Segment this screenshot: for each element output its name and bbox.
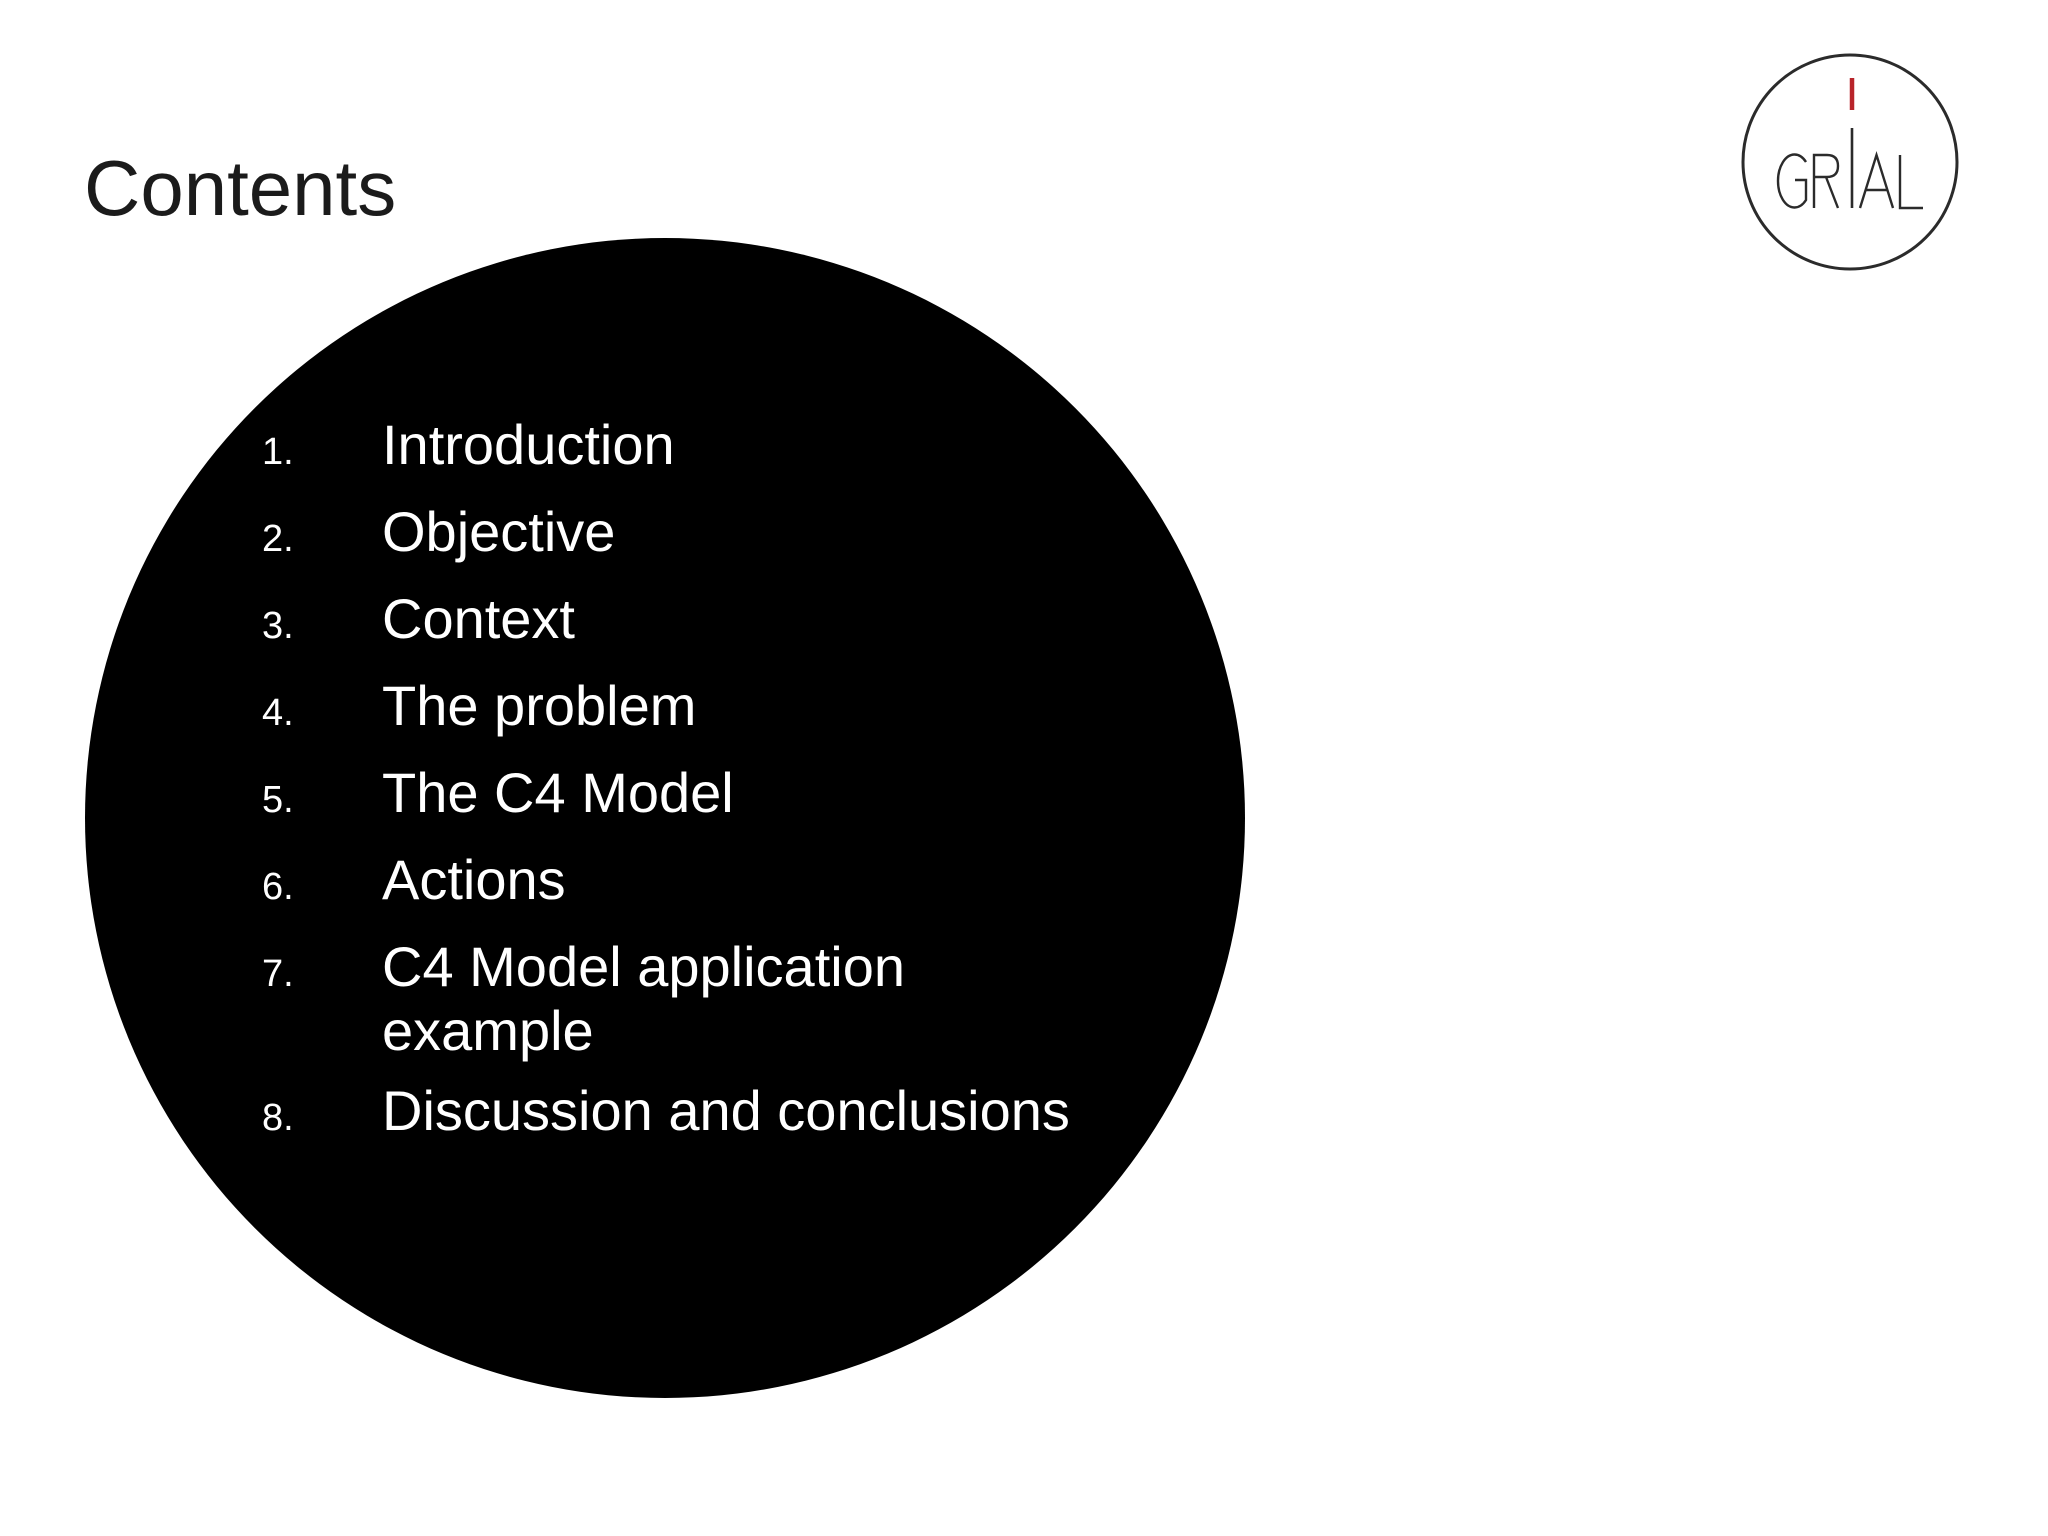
grial-logo-letter-r [1812,153,1840,209]
toc-item-label: Discussion and conclusions [382,1079,1070,1142]
toc-item-label: Objective [382,500,616,563]
toc-item-discussion-and-conclusions: 8. Discussion and conclusions [262,1079,1072,1150]
toc-item-label: Actions [382,848,566,911]
grial-logo-circle [1741,53,1959,271]
grial-logo-letter-l [1898,155,1923,210]
toc-item-number: 5. [262,779,294,821]
toc-item-c4-model-application-example: 7. C4 Model application example [262,935,1072,1063]
toc-item-context: 3. Context [262,587,1072,658]
toc-item-number: 2. [262,518,294,560]
toc-item-number: 7. [262,953,294,995]
toc-item-number: 3. [262,605,294,647]
grial-logo [1741,53,1959,271]
toc-item-number: 8. [262,1097,294,1139]
toc-item-label: The C4 Model [382,761,734,824]
toc-item-number: 6. [262,866,294,908]
toc-item-objective: 2. Objective [262,500,1072,571]
page-title: Contents [84,144,397,233]
toc-item-label: C4 Model application example [382,935,905,1062]
toc-item-the-problem: 4. The problem [262,674,1072,745]
toc-item-actions: 6. Actions [262,848,1072,919]
table-of-contents: 1. Introduction 2. Objective 3. Context … [262,413,1072,1166]
toc-item-number: 1. [262,431,294,473]
toc-item-label: Context [382,587,575,650]
toc-item-label: The problem [382,674,697,737]
toc-item-the-c4-model: 5. The C4 Model [262,761,1072,832]
toc-item-introduction: 1. Introduction [262,413,1072,484]
grial-logo-letter-g [1776,153,1808,209]
toc-item-number: 4. [262,692,294,734]
toc-item-label: Introduction [382,413,675,476]
grial-logo-letter-a [1858,150,1895,209]
contents-circle [85,238,1245,1398]
